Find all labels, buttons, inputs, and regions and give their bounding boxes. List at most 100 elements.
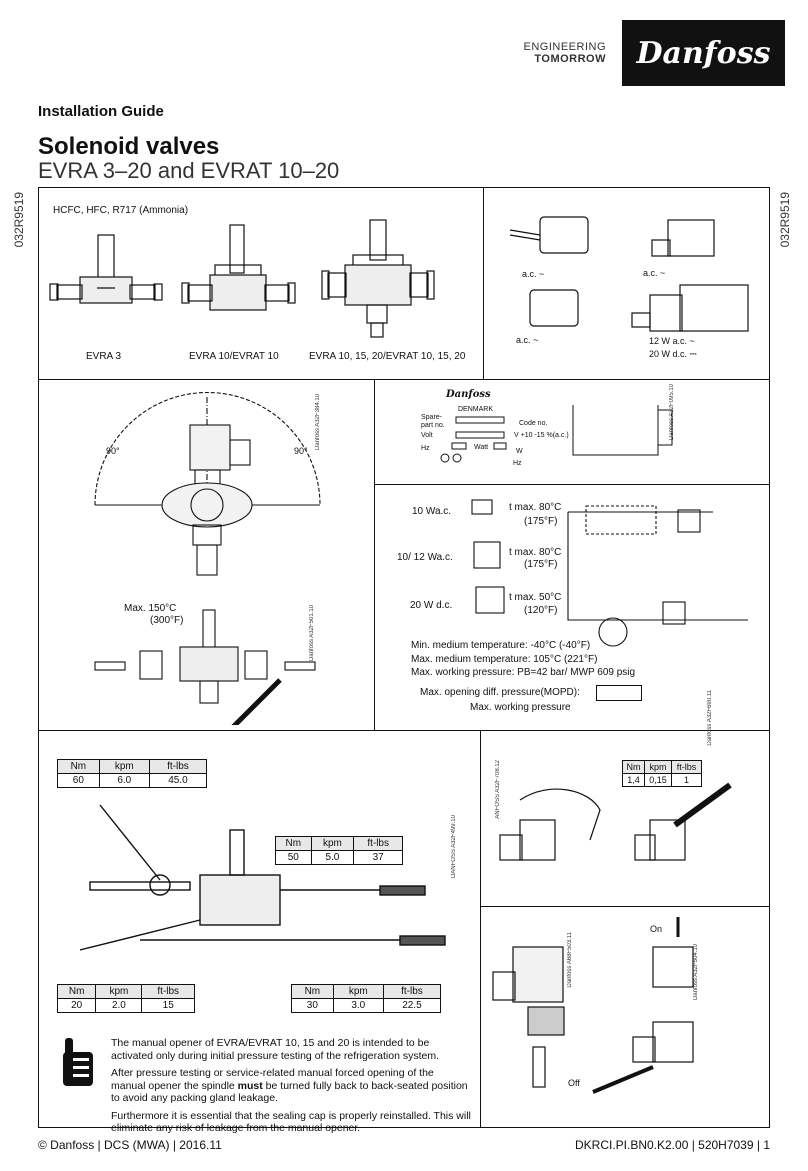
nameplate-brand: Danfoss [446, 389, 491, 400]
coil-tmax-1: t max. 80°C [509, 502, 562, 513]
coil-label-3: a.c. ~ [516, 335, 539, 345]
warning-paragraph-3: Furthermore it is essential that the sea… [111, 1109, 471, 1135]
page-subtitle: EVRA 3–20 and EVRAT 10–20 [38, 158, 340, 183]
coil-mounting-drawing [499, 782, 732, 861]
header-ftlbs: ft-lbs [353, 836, 403, 851]
coil-4-drawing [649, 294, 683, 332]
off-label: Off [568, 1078, 580, 1088]
cell: 45.0 [148, 773, 208, 788]
warning-paragraph-2: After pressure testing or service-relate… [111, 1067, 471, 1105]
side-code-right: 032R9519 [778, 192, 792, 248]
cell: 6.0 [98, 773, 150, 788]
header-ftlbs: ft-lbs [141, 984, 195, 999]
coil-tf-3: (120°F) [524, 605, 558, 616]
nameplate-code-no: Code no. [519, 420, 548, 427]
cell: 15 [141, 998, 195, 1013]
divider [374, 379, 375, 730]
header-nm: Nm [291, 984, 334, 999]
warning-text: be turned fully back to back-seated posi… [111, 1079, 468, 1105]
logo-text: Danfoss [636, 35, 771, 71]
coil-2-drawing [667, 219, 715, 257]
figure-ref: Danfoss A32F690.11 [707, 690, 713, 746]
figure-ref: Danfoss A32F504.10 [693, 944, 699, 1001]
coil-label-4: 12 W a.c. ~ [649, 336, 695, 346]
cell: 0,15 [643, 773, 673, 787]
divider [38, 730, 770, 731]
document-type: Installation Guide [38, 103, 164, 120]
header-kpm: kpm [310, 836, 355, 851]
side-code-left: 032R9519 [12, 192, 26, 248]
coil-label-1: a.c. ~ [522, 269, 545, 279]
header-nm: Nm [57, 759, 100, 774]
coil-power-2: 10/ 12 Wa.c. [397, 552, 453, 563]
angle-left-label: 90° [106, 446, 120, 456]
header-ftlbs: ft-lbs [382, 984, 442, 999]
content-frame [38, 187, 770, 1128]
evra10-valve-drawing [181, 224, 296, 311]
mwp-label: Max. working pressure [470, 702, 571, 713]
cell: 37 [353, 850, 403, 865]
circuit-drawing [471, 499, 748, 647]
nameplate-watt: Watt [474, 444, 489, 451]
nameplate-hz: Hz [421, 445, 430, 452]
mopd-label: Max. opening diff. pressure(MOPD): [420, 687, 580, 698]
figure-ref: Danfoss A32F384.10 [315, 394, 321, 451]
max-temp-label: Max. 150°C [124, 603, 177, 614]
valve-variants-drawing [49, 219, 435, 338]
brand-tagline: ENGINEERING TOMORROW [523, 41, 606, 65]
danfoss-logo: Danfoss [622, 20, 785, 86]
attention-hand-icon [63, 1038, 93, 1086]
manual-opener-warning: The manual opener of EVRA/EVRAT 10, 15 a… [111, 1037, 471, 1140]
warning-text: After pressure testing or service-relate… [111, 1067, 434, 1092]
figure-ref: DANFOSS A32F499.10 [451, 815, 457, 879]
coil-1-drawing [539, 216, 589, 254]
header-kpm: kpm [95, 984, 143, 999]
footer-right: DKRCI.PI.BN0.K2.00 | 520H7039 | 1 [574, 1138, 770, 1152]
divider [480, 906, 770, 907]
torque-wrench-drawing [80, 804, 446, 951]
coil-power-3: 20 W d.c. [410, 600, 453, 611]
max-working-pressure: Max. working pressure: PB=42 bar/ MWP 60… [411, 667, 636, 678]
coil-tf-2: (175°F) [524, 559, 558, 570]
caption-evra20: EVRA 10, 15, 20/EVRAT 10, 15, 20 [309, 351, 466, 362]
tagline-line-1: ENGINEERING [523, 41, 606, 53]
header-kpm: kpm [643, 760, 673, 774]
manual-opener-drawing [492, 917, 694, 1094]
coil-label-5: 20 W d.c. ⎓ [649, 349, 697, 359]
evra20-valve-drawing [321, 219, 435, 338]
nameplate-drawing [440, 405, 673, 463]
cell: 60 [57, 773, 100, 788]
header-kpm: kpm [332, 984, 384, 999]
nameplate-w: W [516, 448, 523, 455]
coil-types-drawing [509, 216, 749, 332]
nameplate-hz-2: Hz [513, 460, 522, 467]
warning-paragraph-1: The manual opener of EVRA/EVRAT 10, 15 a… [111, 1037, 439, 1062]
cell: 5.0 [310, 850, 355, 865]
cell: 22.5 [382, 998, 442, 1013]
max-temp-f-label: (300°F) [150, 615, 184, 626]
on-label: On [650, 924, 663, 934]
coil-3-drawing [529, 289, 579, 327]
cell: 3.0 [332, 998, 384, 1013]
cell: 20 [56, 998, 97, 1013]
coil-label-2: a.c. ~ [643, 268, 666, 278]
cell: 1 [671, 773, 702, 787]
header-ftlbs: ft-lbs [671, 760, 702, 774]
header-kpm: kpm [98, 759, 150, 774]
min-medium-temp: Min. medium temperature: -40°C (-40°F) [411, 640, 591, 651]
figure-ref: Danfoss A32F095.10 [669, 384, 675, 441]
cell: 30 [291, 998, 334, 1013]
cell: 1,4 [622, 773, 645, 787]
header-nm: Nm [622, 760, 645, 774]
refrigerant-types: HCFC, HFC, R717 (Ammonia) [53, 205, 189, 216]
nameplate-volt-range: V +10 -15 %(a.c.) [514, 432, 569, 439]
coil-power-1: 10 Wa.c. [412, 506, 452, 517]
coil-tmax-3: t max. 50°C [509, 592, 562, 603]
caption-evra10: EVRA 10/EVRAT 10 [189, 351, 279, 362]
footer-left: © Danfoss | DCS (MWA) | 2016.11 [38, 1138, 222, 1152]
divider [374, 484, 770, 485]
